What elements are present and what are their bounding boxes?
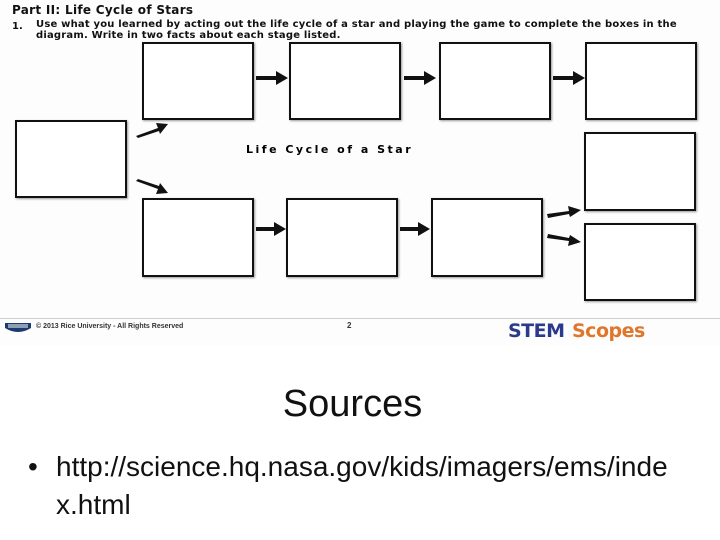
worksheet-part-title: Part II: Life Cycle of Stars — [12, 3, 194, 17]
svg-text:STEM: STEM — [508, 320, 565, 342]
instruction-text: Use what you learned by acting out the l… — [36, 19, 677, 41]
arrow-branch-down-icon — [547, 234, 581, 246]
worksheet-image: Part II: Life Cycle of Stars 1. Use what… — [0, 3, 720, 342]
stage-box-start — [15, 120, 127, 198]
arrow-up-right-icon — [136, 123, 168, 138]
rice-university-logo — [5, 323, 31, 332]
instruction-number: 1. — [12, 21, 23, 32]
bullet-icon: • — [28, 451, 38, 482]
footer-copyright: © 2013 Rice University - All Rights Rese… — [36, 323, 184, 330]
slide-title: Sources — [282, 383, 423, 425]
source-link[interactable]: http://science.hq.nasa.gov/kids/imagers/… — [56, 451, 668, 520]
arrow-bottom-1-icon — [256, 222, 286, 236]
arrow-branch-up-icon — [547, 206, 581, 218]
stage-box-top-2 — [289, 42, 401, 120]
stage-box-top-4 — [585, 42, 697, 120]
svg-text:Scopes: Scopes — [572, 320, 645, 342]
arrow-top-2-icon — [404, 71, 436, 85]
arrow-bottom-2-icon — [400, 222, 430, 236]
stage-box-top-3 — [439, 42, 551, 120]
footer-divider — [0, 318, 720, 319]
arrow-down-right-icon — [136, 179, 168, 194]
diagram-title: Life Cycle of a Star — [246, 143, 414, 156]
stage-box-bottom-3 — [431, 198, 543, 277]
arrow-top-3-icon — [553, 71, 585, 85]
stage-box-bottom-1 — [142, 198, 254, 277]
stage-box-right-upper — [584, 132, 696, 211]
stemscopes-logo: STEM Scopes — [508, 320, 645, 342]
stage-box-bottom-2 — [286, 198, 398, 277]
source-list-item: • http://science.hq.nasa.gov/kids/imager… — [28, 448, 678, 524]
stage-box-top-1 — [142, 42, 254, 120]
arrow-top-1-icon — [256, 71, 288, 85]
stage-box-bottom-4 — [584, 223, 696, 301]
footer-page-number: 2 — [347, 321, 352, 330]
